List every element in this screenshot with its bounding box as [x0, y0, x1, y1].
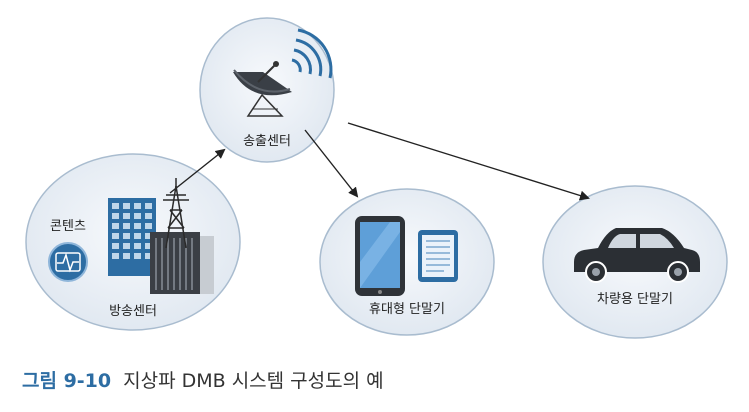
figure-title: 지상파 DMB 시스템 구성도의 예	[123, 370, 384, 392]
tablet-icon	[418, 230, 458, 282]
arrow-transmission-to-vehicle	[347, 122, 590, 201]
arrow-broadcast-to-transmission	[169, 148, 226, 194]
transmission-center-label: 송출센터	[243, 134, 291, 149]
satellite-dish-icon	[233, 28, 333, 117]
vehicle-terminal-label: 차량용 단말기	[597, 292, 673, 307]
content-waveform-icon	[48, 242, 88, 282]
car-icon	[574, 228, 700, 283]
broadcast-tower-icon	[163, 178, 189, 249]
smartphone-icon	[355, 216, 405, 296]
broadcast-center-label: 방송센터	[109, 304, 157, 319]
figure-number: 그림 9-10	[22, 370, 112, 392]
broadcast-building-icon	[108, 198, 214, 294]
figure-caption: 그림 9-10 지상파 DMB 시스템 구성도의 예	[22, 366, 384, 393]
handheld-terminal-label: 휴대형 단말기	[369, 302, 445, 317]
arrow-transmission-to-handheld	[304, 129, 359, 198]
content-label: 콘텐츠	[50, 219, 86, 234]
